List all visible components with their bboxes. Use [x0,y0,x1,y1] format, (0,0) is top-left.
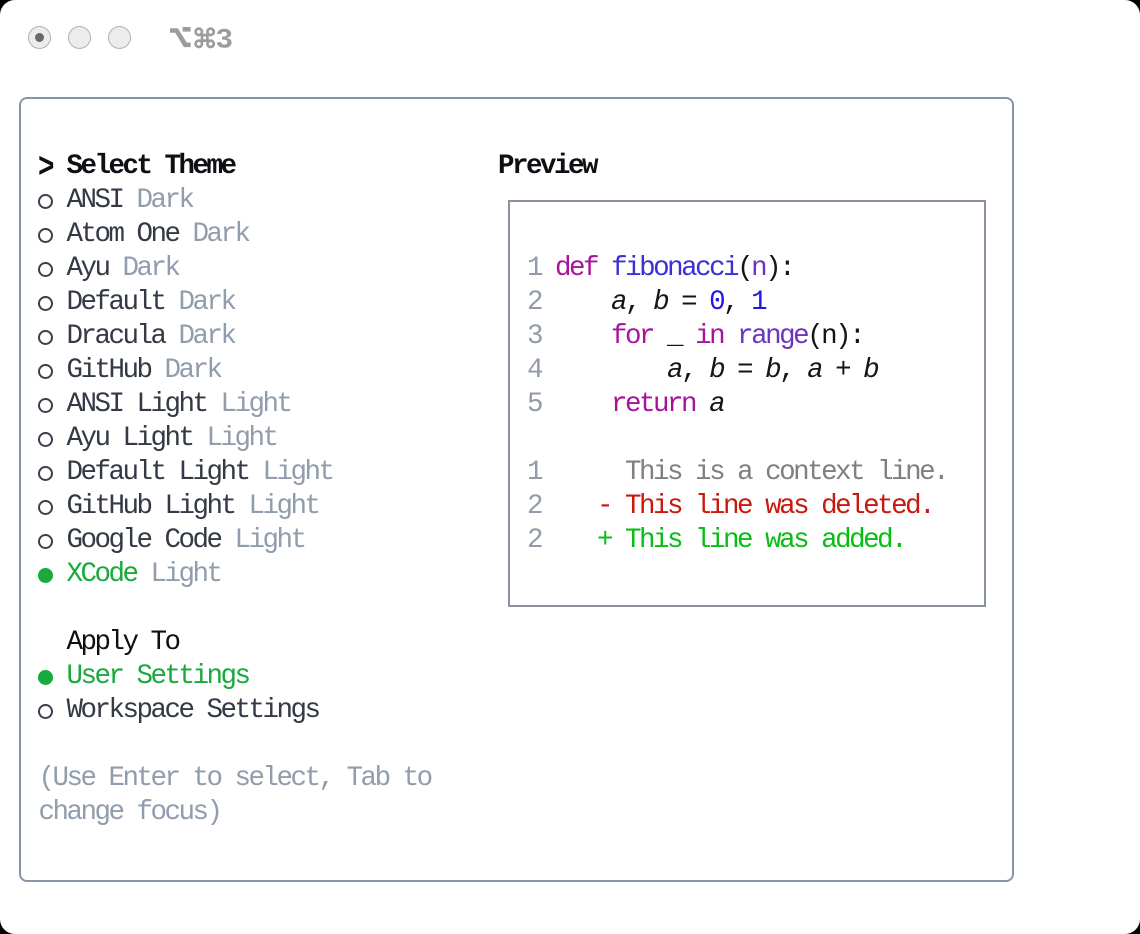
svg-text:3: 3 [216,24,234,51]
